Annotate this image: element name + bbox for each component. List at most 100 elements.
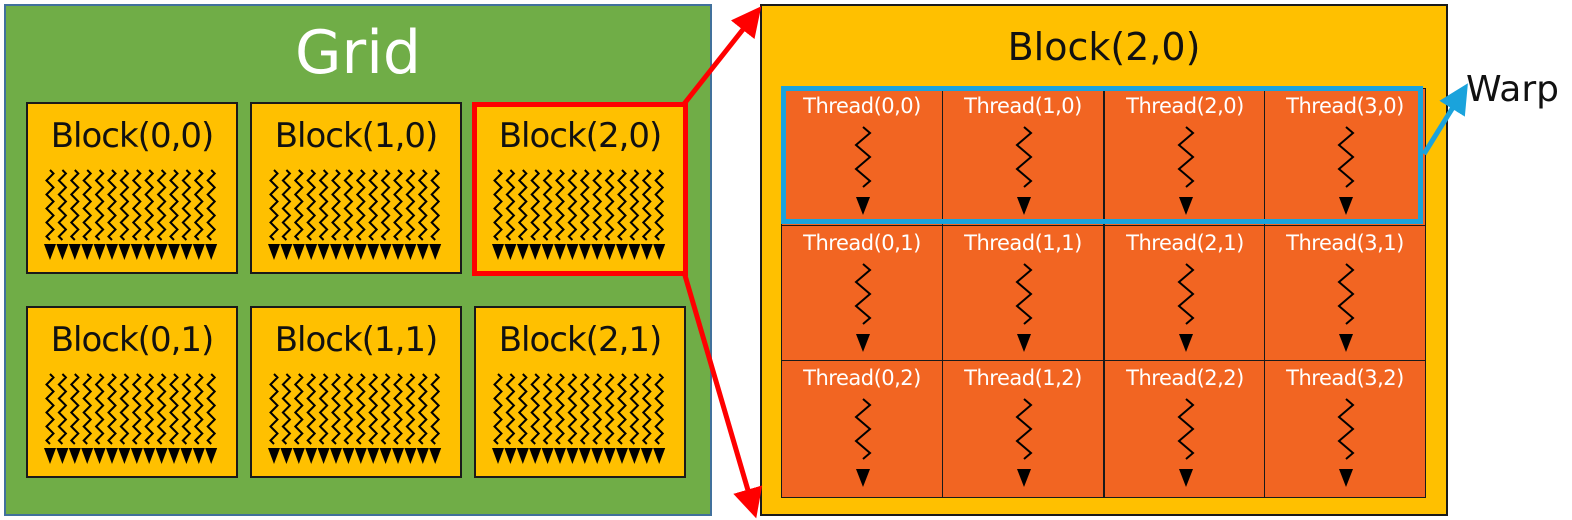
thread-arrowhead [155,448,168,464]
thread-arrowhead [591,244,604,260]
thread-arrowhead [205,244,218,260]
thread-arrowhead [628,244,641,260]
thread-squiggle [493,169,503,241]
thread-squiggle [144,169,155,241]
thread-arrowhead [155,244,168,260]
thread-squiggle [1015,126,1033,188]
thread-arrowhead [56,244,69,260]
thread-3-0: Thread(3,0) [1264,88,1426,226]
thread-squiggle [107,373,117,445]
thread-arrowhead [392,448,404,464]
thread-squiggle [107,169,117,241]
thread-arrowhead [81,244,94,260]
thread-squiggle [119,373,130,445]
thread-arrowhead [192,448,205,464]
thread-label: Thread(3,0) [1286,94,1404,118]
thread-squiggle [343,373,354,445]
thread-arrowhead [280,244,293,260]
thread-2-0: Thread(2,0) [1104,88,1266,226]
thread-squiggle [131,169,142,241]
thread-squiggle [393,169,403,241]
block-detail-panel: Block(2,0) Thread(0,0) Thread(1,0) Threa… [760,4,1448,516]
block-label: Block(0,0) [50,116,215,156]
thread-squiggle [269,373,279,445]
thread-squiggle [629,373,640,445]
thread-squiggle [380,169,391,241]
thread-squiggle [306,169,317,241]
thread-arrowhead [640,448,653,464]
thread-arrow-icon [1177,398,1195,487]
thread-label: Thread(1,0) [964,94,1082,118]
thread-arrowhead [392,244,404,260]
thread-arrowhead [354,244,367,260]
thread-arrow-icon [1015,398,1033,487]
thread-squiggle [542,169,553,241]
thread-arrowhead [118,244,131,260]
thread-squiggle [629,169,640,241]
thread-squiggle [430,373,441,445]
warp-label: Warp [1466,69,1560,110]
thread-squiggle [579,169,590,241]
block-0-0: Block(0,0) [26,102,238,274]
thread-squiggle [592,169,603,241]
thread-arrowhead [130,448,143,464]
thread-arrowhead [292,448,305,464]
thread-squiggle [206,373,217,445]
thread-arrowhead [628,448,641,464]
thread-squiggle [355,373,366,445]
thread-label: Thread(2,0) [1126,94,1244,118]
thread-arrowhead [168,244,180,260]
thread-squiggle [641,373,652,445]
thread-squiggle [1337,126,1355,188]
thread-label: Thread(0,2) [803,366,921,390]
thread-squiggles-icon [44,373,218,464]
thread-squiggle [144,373,155,445]
block-2-0: Block(2,0) [474,102,686,274]
thread-squiggle [641,169,652,241]
thread-arrow-icon [854,398,872,487]
thread-0-1: Thread(0,1) [781,225,943,363]
thread-arrow-icon [854,263,872,352]
thread-label: Thread(3,2) [1286,366,1404,390]
thread-squiggles-icon [492,373,666,464]
thread-squiggle [1337,398,1355,460]
block-label: Block(1,0) [274,116,439,156]
thread-squiggle [380,373,391,445]
thread-squiggle [579,373,590,445]
detail-title: Block(2,0) [1007,25,1201,69]
thread-squiggle [405,169,416,241]
thread-arrowhead [554,448,566,464]
thread-arrowhead [143,448,156,464]
block-0-1: Block(0,1) [26,306,238,478]
thread-arrowhead [640,244,653,260]
thread-arrowhead [379,448,392,464]
thread-squiggle [45,373,55,445]
thread-squiggle [45,169,55,241]
thread-2-1: Thread(2,1) [1104,225,1266,363]
thread-arrowhead [504,448,517,464]
thread-arrowhead [44,244,56,260]
thread-arrowhead [68,448,81,464]
thread-arrowhead [305,244,318,260]
thread-arrowhead [616,244,628,260]
thread-arrowhead [1339,469,1353,487]
thread-squiggle [331,373,341,445]
thread-squiggle [542,373,553,445]
thread-squiggle [654,169,665,241]
thread-arrowhead [330,244,342,260]
thread-arrowhead [653,448,666,464]
thread-arrow-icon [1015,263,1033,352]
thread-arrow-icon [1337,263,1355,352]
thread-squiggle [1337,263,1355,325]
thread-squiggle [517,373,528,445]
thread-squiggle [1015,263,1033,325]
thread-label: Thread(1,2) [964,366,1082,390]
thread-squiggle [617,169,627,241]
thread-arrow-icon [854,126,872,215]
thread-arrow-icon [1337,398,1355,487]
thread-squiggle [567,169,578,241]
grid-title: Grid [295,18,421,88]
thread-arrowhead [529,448,542,464]
thread-squiggle [343,169,354,241]
thread-squiggle [417,169,428,241]
